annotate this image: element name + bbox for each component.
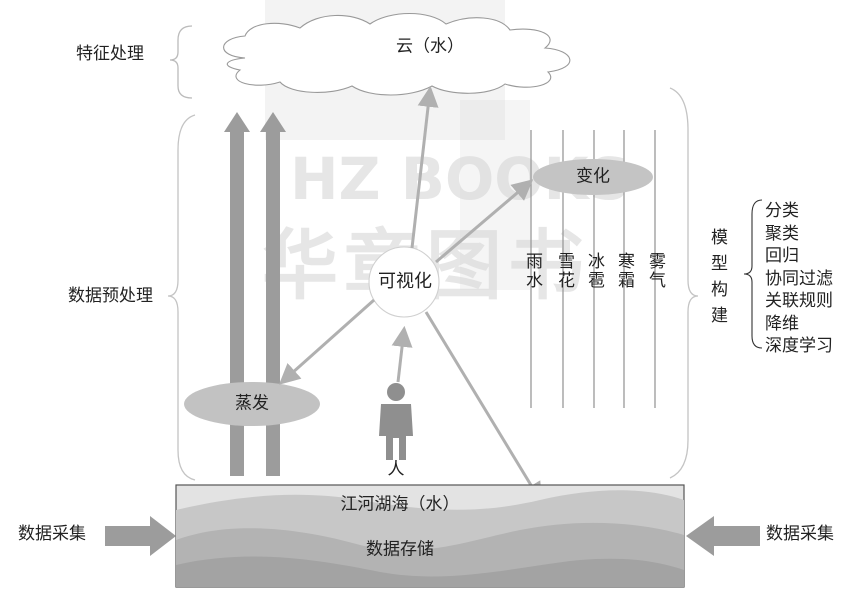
model-building-label: 模型构建 [707, 228, 727, 332]
brace-method-list [743, 199, 763, 349]
brace-model-building [669, 87, 699, 479]
evaporation-ellipse [184, 382, 320, 426]
evaporation-label: 蒸发 [235, 393, 269, 414]
precipitation-frost: 寒霜 [614, 252, 634, 290]
method-item: 回归 [765, 246, 799, 266]
data-collection-left-label: 数据采集 [18, 524, 86, 544]
method-item: 深度学习 [765, 336, 833, 356]
method-item: 分类 [765, 201, 799, 221]
collection-arrow-left [105, 516, 176, 556]
brace-feature-processing [169, 25, 193, 99]
water-tank [175, 484, 685, 588]
change-ellipse [533, 159, 653, 195]
method-item: 关联规则 [765, 291, 833, 311]
collection-arrow-right [686, 516, 760, 556]
method-item: 聚类 [765, 223, 799, 244]
cloud-shape [223, 12, 571, 96]
method-item: 协同过滤 [765, 268, 833, 289]
water-bodies-label: 江河湖海（水） [340, 494, 460, 515]
change-label: 变化 [576, 166, 610, 187]
precipitation-fog: 雾气 [645, 252, 665, 290]
brace-data-preprocessing [167, 114, 196, 481]
precipitation-hail: 冰雹 [584, 252, 604, 290]
method-item: 降维 [765, 313, 799, 334]
visualization-arrows [278, 85, 543, 504]
precipitation-rain: 雨水 [522, 252, 542, 290]
visualization-label: 可视化 [378, 271, 432, 292]
person-label: 人 [387, 459, 405, 480]
precipitation-snow: 雪花 [554, 252, 574, 290]
model-methods-list: 分类 聚类 回归 协同过滤 关联规则 降维 深度学习 [765, 200, 833, 358]
watermark-block-2 [460, 100, 530, 290]
person-icon [379, 383, 413, 460]
visualization-circle [368, 246, 440, 318]
cloud-label: 云（水） [396, 36, 464, 57]
data-preprocessing-label: 数据预处理 [68, 286, 153, 306]
data-collection-right-label: 数据采集 [766, 524, 834, 544]
data-storage-label: 数据存储 [366, 539, 434, 560]
feature-processing-label: 特征处理 [76, 44, 144, 64]
